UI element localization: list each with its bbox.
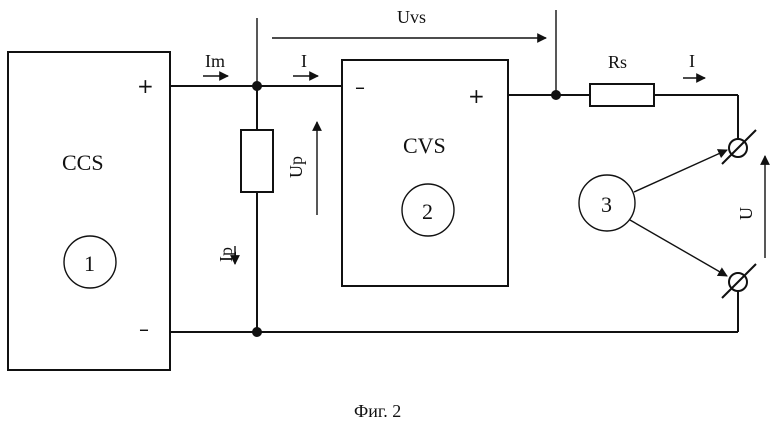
- junction-node-bottom-left: [252, 327, 262, 337]
- figure-caption: Фиг. 2: [354, 401, 401, 421]
- junction-node-top-right: [551, 90, 561, 100]
- ccs-plus-terminal: +: [137, 74, 154, 98]
- load-number: 3: [601, 192, 612, 217]
- i-in-label: I: [301, 51, 307, 71]
- cvs-plus-terminal: +: [468, 84, 485, 108]
- i-out-label: I: [689, 51, 695, 71]
- load-pointer-top: [634, 150, 727, 192]
- u-label: U: [736, 207, 756, 220]
- ccs-number: 1: [84, 251, 95, 276]
- ip-label: Ip: [216, 247, 236, 262]
- cvs-number: 2: [422, 199, 433, 224]
- ccs-minus-terminal: –: [139, 317, 149, 341]
- junction-node-top-left: [252, 81, 262, 91]
- cvs-label: CVS: [403, 133, 446, 158]
- uvs-label: Uvs: [397, 7, 426, 27]
- series-resistor: [590, 84, 654, 106]
- ccs-label: CCS: [62, 150, 104, 175]
- cvs-minus-terminal: –: [355, 75, 365, 99]
- load-pointer-bottom: [630, 220, 727, 276]
- im-label: Im: [205, 51, 225, 71]
- up-label: Up: [286, 156, 306, 178]
- shunt-resistor: [241, 130, 273, 192]
- rs-label: Rs: [608, 52, 627, 72]
